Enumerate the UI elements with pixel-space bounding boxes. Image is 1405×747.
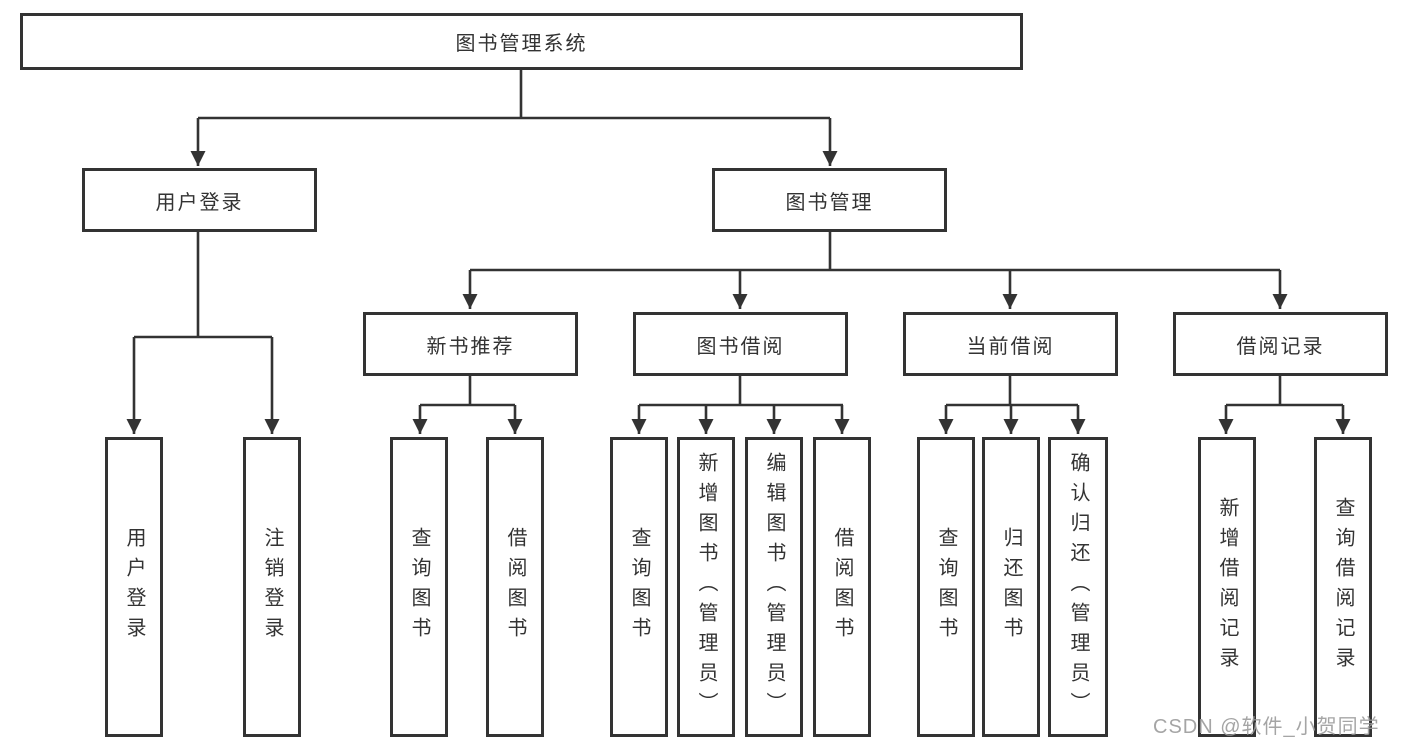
node-label: 查询图书 bbox=[628, 527, 650, 647]
node-label: 图书借阅 bbox=[696, 335, 785, 358]
node-label: 查询图书 bbox=[935, 527, 957, 647]
node-label: 查询借阅记录 bbox=[1332, 497, 1354, 677]
node-label: 新书推荐 bbox=[426, 335, 515, 358]
node-library-management-system: 图书管理系统 bbox=[20, 13, 1023, 70]
node-leaf-query-books-current: 查询图书 bbox=[917, 437, 975, 737]
node-leaf-borrow-books-recommend: 借阅图书 bbox=[486, 437, 544, 737]
node-label: 借阅图书 bbox=[831, 527, 853, 647]
node-leaf-add-books-admin: 新增图书（管理员） bbox=[677, 437, 735, 737]
connector-skeleton bbox=[134, 70, 1343, 407]
node-leaf-query-books-borrowing: 查询图书 bbox=[610, 437, 668, 737]
node-book-borrowing: 图书借阅 bbox=[633, 312, 848, 376]
node-label: 当前借阅 bbox=[966, 335, 1055, 358]
node-label: 图书管理 bbox=[785, 191, 874, 214]
node-label: 用户登录 bbox=[155, 191, 244, 214]
node-label: 新增图书（管理员） bbox=[695, 452, 717, 722]
node-label: 用户登录 bbox=[123, 527, 145, 647]
node-leaf-edit-books-admin: 编辑图书（管理员） bbox=[745, 437, 803, 737]
node-leaf-query-books-recommend: 查询图书 bbox=[390, 437, 448, 737]
node-book-management-branch: 图书管理 bbox=[712, 168, 947, 232]
node-leaf-user-login: 用户登录 bbox=[105, 437, 163, 737]
node-label: 归还图书 bbox=[1000, 527, 1022, 647]
node-label: 图书管理系统 bbox=[455, 33, 588, 55]
node-new-book-recommendation: 新书推荐 bbox=[363, 312, 578, 376]
node-leaf-add-borrow-record: 新增借阅记录 bbox=[1198, 437, 1256, 737]
node-borrowing-records: 借阅记录 bbox=[1173, 312, 1388, 376]
node-user-login-branch: 用户登录 bbox=[82, 168, 317, 232]
csdn-watermark: CSDN @软件_小贺同学 bbox=[1153, 716, 1380, 738]
node-leaf-confirm-return-admin: 确认归还（管理员） bbox=[1048, 437, 1108, 737]
node-label: 借阅记录 bbox=[1236, 335, 1325, 358]
node-leaf-query-borrow-record: 查询借阅记录 bbox=[1314, 437, 1372, 737]
node-label: 注销登录 bbox=[261, 527, 283, 647]
node-current-borrowing: 当前借阅 bbox=[903, 312, 1118, 376]
node-leaf-logout: 注销登录 bbox=[243, 437, 301, 737]
node-label: 查询图书 bbox=[408, 527, 430, 647]
node-label: 编辑图书（管理员） bbox=[763, 452, 785, 722]
node-label: 借阅图书 bbox=[504, 527, 526, 647]
node-leaf-borrow-books: 借阅图书 bbox=[813, 437, 871, 737]
node-label: 确认归还（管理员） bbox=[1067, 452, 1089, 722]
node-label: 新增借阅记录 bbox=[1216, 497, 1238, 677]
node-leaf-return-books: 归还图书 bbox=[982, 437, 1040, 737]
